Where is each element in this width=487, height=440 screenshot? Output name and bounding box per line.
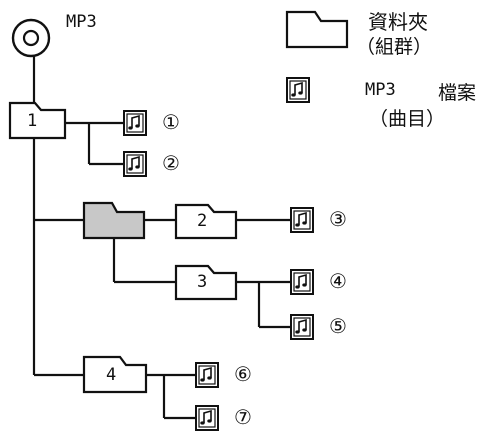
track-3-file-icon [290, 207, 314, 233]
track-6-file-icon [195, 362, 219, 388]
root-label: MP3 [66, 12, 97, 32]
tree-connectors [32, 56, 290, 420]
folder-3-icon [174, 264, 238, 301]
track-2-file-icon [123, 151, 147, 177]
folder-2-label: 2 [197, 211, 208, 231]
track-7-file-icon [195, 405, 219, 431]
track-1-number: ① [162, 110, 180, 134]
legend-folder-subtitle: （組群） [356, 36, 433, 58]
folder-1-icon [8, 101, 67, 140]
folder-2-icon [174, 203, 238, 240]
track-1-file-icon [123, 110, 147, 136]
folder-4-icon [82, 355, 148, 394]
legend-file-title-prefix: MP3 [365, 80, 396, 100]
folder-3-label: 3 [197, 272, 208, 292]
track-4-number: ④ [329, 269, 347, 293]
mp3-disc-icon [11, 18, 51, 58]
track-5-file-icon [290, 314, 314, 340]
folder-4-label: 4 [106, 365, 117, 385]
track-4-file-icon [290, 269, 314, 295]
legend-folder-icon [285, 10, 349, 49]
track-6-number: ⑥ [234, 362, 252, 386]
track-7-number: ⑦ [234, 405, 252, 429]
track-3-number: ③ [329, 207, 347, 231]
track-5-number: ⑤ [329, 314, 347, 338]
folder-selected-icon [82, 201, 146, 240]
legend-file-subtitle: （曲目） [369, 108, 446, 130]
legend-file-title-suffix: 檔案 [438, 82, 477, 104]
legend-folder-title: 資料夾 [368, 10, 428, 34]
legend-music-file-icon [286, 77, 310, 103]
folder-1-label: 1 [27, 111, 38, 131]
track-2-number: ② [162, 151, 180, 175]
